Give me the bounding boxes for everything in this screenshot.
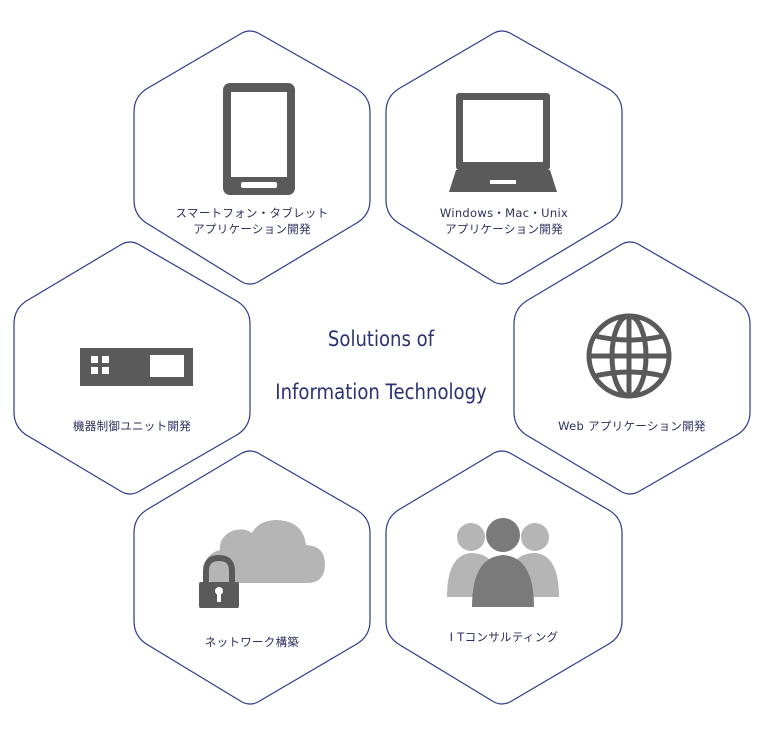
laptop-icon (449, 93, 557, 192)
center-title-line1: Solutions of (327, 327, 435, 351)
label-network: ネットワーク構築 (142, 634, 362, 650)
label-line: I Tコンサルティング (449, 630, 559, 644)
smartphone-tablet-icon (223, 83, 295, 195)
center-title-line2: Information Technology (275, 380, 487, 404)
control-unit-icon (80, 348, 193, 386)
hex-globe[interactable] (513, 241, 751, 495)
label-line: Windows・Mac・Unix (439, 206, 569, 220)
cloud-lock-icon (199, 520, 325, 608)
hex-control-unit[interactable] (13, 241, 251, 495)
label-web: Web アプリケーション開発 (522, 418, 742, 434)
people-icon (447, 518, 559, 607)
label-line: スマートフォン・タブレット (175, 206, 329, 220)
hex-smartphone[interactable] (133, 30, 371, 285)
hex-laptop[interactable] (385, 30, 623, 285)
hex-cloud-lock[interactable] (133, 450, 371, 705)
label-laptop: Windows・Mac・Unix アプリケーション開発 (394, 205, 614, 237)
label-control-unit: 機器制御ユニット開発 (22, 418, 242, 434)
label-line: アプリケーション開発 (193, 222, 311, 236)
label-line: Web アプリケーション開発 (558, 419, 706, 433)
label-line: 機器制御ユニット開発 (73, 419, 191, 433)
label-line: アプリケーション開発 (445, 222, 563, 236)
label-smartphone: スマートフォン・タブレット アプリケーション開発 (142, 205, 362, 237)
label-line: ネットワーク構築 (204, 635, 300, 649)
hex-people[interactable] (385, 450, 623, 705)
label-it-consulting: I Tコンサルティング (394, 629, 614, 645)
globe-icon (586, 313, 672, 399)
